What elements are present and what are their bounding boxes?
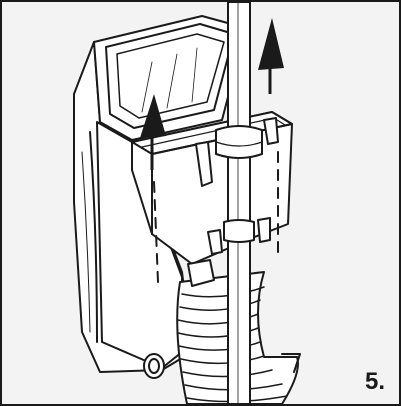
handle-tube [215,2,263,404]
up-arrow-icon [140,94,166,170]
up-arrow-icon [258,18,284,94]
bag-opening [105,23,235,129]
step-number-label: 5. [364,368,385,395]
